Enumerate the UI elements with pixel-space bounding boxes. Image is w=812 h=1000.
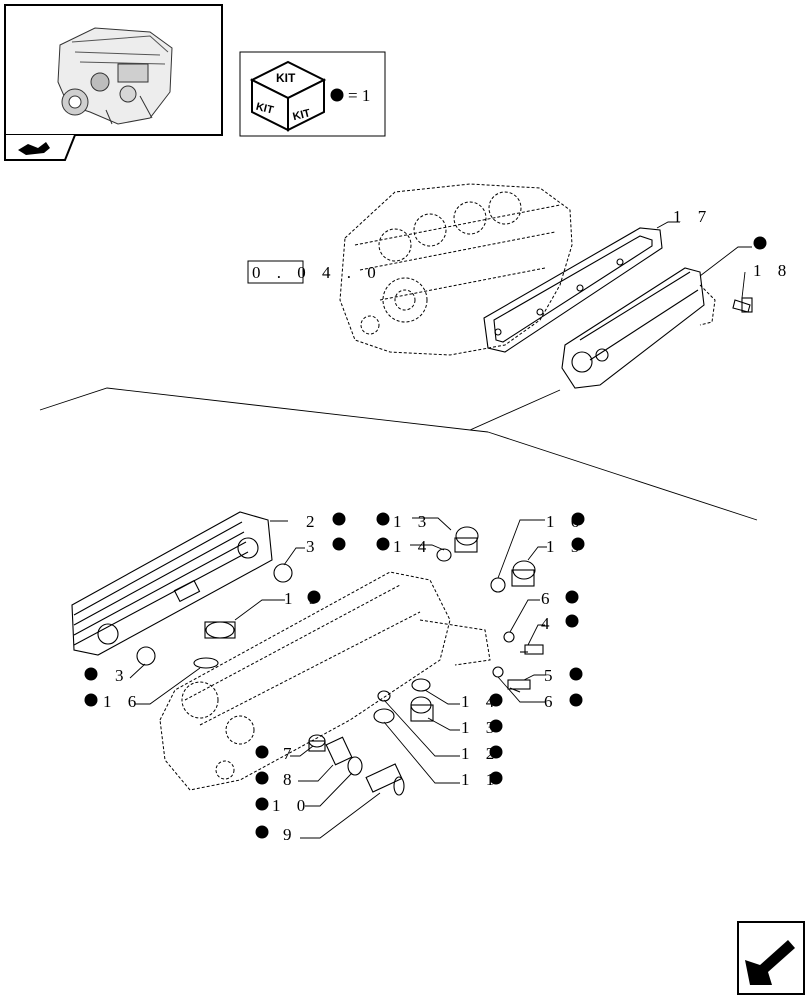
callout-label: 8	[283, 770, 298, 789]
callout-label: 3	[115, 666, 130, 685]
kit-dot	[376, 512, 390, 526]
kit-dot	[569, 667, 583, 681]
kit-dot	[489, 719, 503, 733]
ring-part-16-left[interactable]	[193, 657, 219, 669]
nav-arrow-icon[interactable]	[18, 142, 50, 155]
callout-label: 1 0	[272, 796, 311, 815]
kit-dot	[571, 512, 585, 526]
kit-dot	[255, 771, 269, 785]
kit-dot	[330, 88, 344, 102]
reference-code: 0 . 0 4 . 0	[252, 263, 382, 282]
plug-part-13-bottom[interactable]	[410, 696, 434, 722]
plug-part-13-top[interactable]	[454, 526, 479, 553]
ring-part-14-bottom[interactable]	[411, 678, 431, 692]
sensor-part-9[interactable]	[365, 763, 405, 796]
detail-lines	[39, 387, 758, 521]
callout-label: 1 5	[546, 537, 585, 556]
kit-dot	[565, 614, 579, 628]
callout-label: 9	[283, 825, 298, 844]
callout-label: 1 4	[393, 537, 432, 556]
kit-legend: KIT KIT KIT = 1	[239, 51, 386, 137]
callout-label: 1 2	[461, 744, 500, 763]
plug-part-15-right[interactable]	[511, 560, 536, 587]
ring-part-12[interactable]	[377, 690, 391, 702]
callout-label: 1 3	[393, 512, 432, 531]
kit-dot	[489, 771, 503, 785]
kit-dot	[255, 797, 269, 811]
callout-label: 1 6	[103, 692, 142, 711]
callout-label: 6	[541, 589, 556, 608]
kit-label-top: KIT	[276, 71, 296, 85]
ring-part-14-top[interactable]	[436, 548, 452, 562]
kit-dot	[489, 745, 503, 759]
kit-label-right: KIT	[292, 107, 312, 123]
kit-dot	[376, 537, 390, 551]
ring-part-6-top[interactable]	[503, 631, 515, 643]
callout-label: 4	[541, 614, 556, 633]
plug-part-11[interactable]	[373, 708, 395, 724]
kit-dot	[565, 590, 579, 604]
kit-dot	[571, 537, 585, 551]
callout-label: 1 6	[546, 512, 585, 531]
cooler-core-part-2[interactable]	[71, 511, 273, 656]
callout-label: 2	[306, 512, 321, 531]
oil-cooler-housing-lower	[159, 571, 491, 791]
plug-part-7[interactable]	[308, 734, 326, 752]
bolt-part-4[interactable]	[520, 644, 544, 655]
oil-cooler-housing-top[interactable]	[561, 267, 716, 389]
sleeve-part-8[interactable]	[325, 736, 353, 766]
ring-part-3-bottom[interactable]	[136, 646, 156, 666]
kit-dot	[84, 667, 98, 681]
callout-label: 1 4	[461, 692, 500, 711]
kit-cube-icon: KIT KIT KIT	[249, 60, 327, 132]
kit-dot	[307, 590, 321, 604]
next-page-icon[interactable]	[737, 921, 805, 995]
kit-dot	[332, 512, 346, 526]
plug-part-15-left[interactable]	[204, 621, 236, 639]
callout-label: 1 7	[673, 207, 712, 226]
callout-label: 1 8	[753, 261, 792, 280]
reference-box[interactable]: 0 . 0 4 . 0	[247, 260, 382, 284]
callout-label: 6	[544, 692, 559, 711]
bolt-part-5[interactable]	[507, 679, 531, 693]
gasket-part[interactable]	[483, 227, 663, 353]
callout-label: 1 1	[461, 770, 500, 789]
ring-part-10[interactable]	[347, 756, 363, 776]
ring-part-16-right[interactable]	[490, 577, 506, 593]
leader-lines	[129, 221, 752, 839]
kit-dot	[569, 693, 583, 707]
kit-dot	[332, 537, 346, 551]
kit-dot	[255, 825, 269, 839]
callout-label: 7	[283, 744, 298, 763]
bolt-part-18[interactable]	[732, 297, 753, 313]
kit-equation: = 1	[348, 86, 370, 105]
callout-label: 3	[306, 537, 321, 556]
callout-label: 1 3	[461, 718, 500, 737]
engine-image	[57, 27, 173, 125]
engine-block-outline	[339, 183, 573, 356]
kit-dot	[753, 236, 767, 250]
engine-thumbnail[interactable]	[4, 4, 223, 161]
ring-part-3-top[interactable]	[273, 563, 293, 583]
kit-dot	[489, 693, 503, 707]
kit-dot	[255, 745, 269, 759]
kit-dot	[84, 693, 98, 707]
kit-label-left: KIT	[255, 101, 275, 117]
ring-part-6-bottom[interactable]	[492, 666, 504, 678]
callout-label: 5	[544, 666, 559, 685]
